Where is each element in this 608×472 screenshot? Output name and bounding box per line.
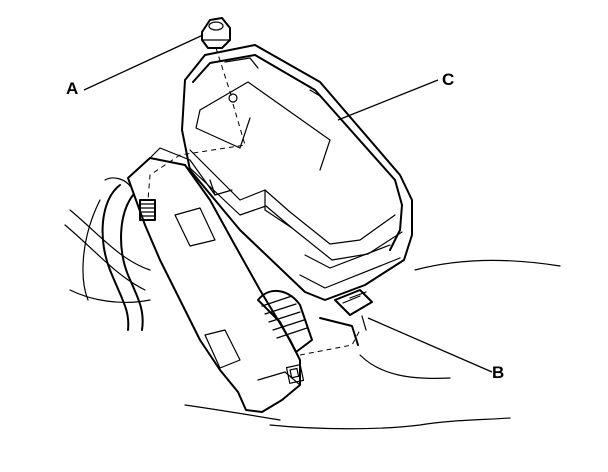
callout-label-c: C xyxy=(442,70,455,89)
connector xyxy=(319,289,373,346)
callout-label-b: B xyxy=(492,363,505,382)
flange-nut xyxy=(201,17,231,49)
fuse-box-cover xyxy=(181,44,413,301)
callout-label-a: A xyxy=(66,79,79,98)
stud-bolt xyxy=(139,199,156,221)
mounting-bracket xyxy=(127,147,305,413)
leader-lines xyxy=(83,34,493,373)
alignment-lines xyxy=(147,47,361,356)
engine-bay-outline xyxy=(64,209,561,430)
corrugated-tube xyxy=(257,290,313,353)
wiring-harness xyxy=(82,177,144,331)
